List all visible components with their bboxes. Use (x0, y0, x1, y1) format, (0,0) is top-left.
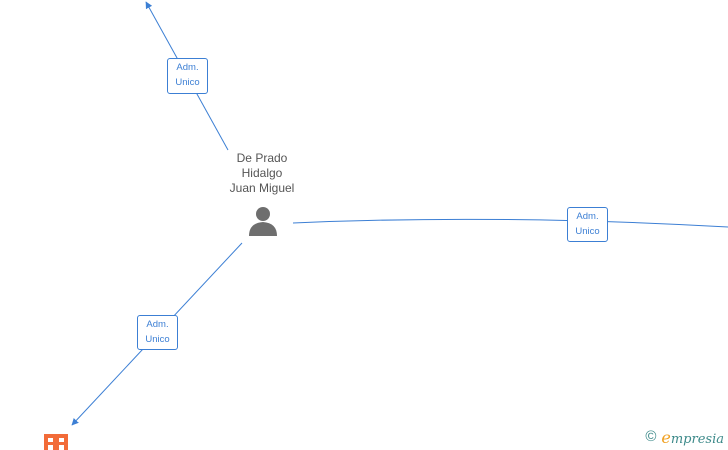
person-name[interactable]: De Prado Hidalgo Juan Miguel (212, 151, 312, 196)
person-name-line-1: De Prado (236, 151, 288, 165)
edge-label-top[interactable]: Adm. Unico (167, 58, 208, 94)
edge-label-right[interactable]: Adm. Unico (567, 207, 608, 242)
edge-line-right (292, 218, 728, 228)
brand-rest: mpresia (670, 431, 724, 447)
brand-logo: empresia (661, 428, 724, 447)
person-name-line-3: Juan Miguel (229, 181, 295, 195)
edge-label-bottom-left-line2: Unico (145, 334, 170, 345)
person-icon[interactable] (247, 206, 279, 236)
brand-initial: e (661, 427, 671, 447)
edge-label-right-line1: Adm. (576, 211, 599, 222)
edge-label-top-line1: Adm. (176, 62, 199, 73)
edge-label-bottom-left-line1: Adm. (146, 319, 169, 330)
footer-brand: © empresia (645, 428, 724, 447)
edge-label-top-line2: Unico (175, 77, 200, 88)
edge-label-bottom-left[interactable]: Adm. Unico (137, 315, 178, 350)
person-name-line-2: Hidalgo (241, 166, 283, 180)
edge-label-right-line2: Unico (575, 226, 600, 237)
copyright-symbol: © (645, 428, 657, 445)
building-icon[interactable] (44, 434, 68, 450)
